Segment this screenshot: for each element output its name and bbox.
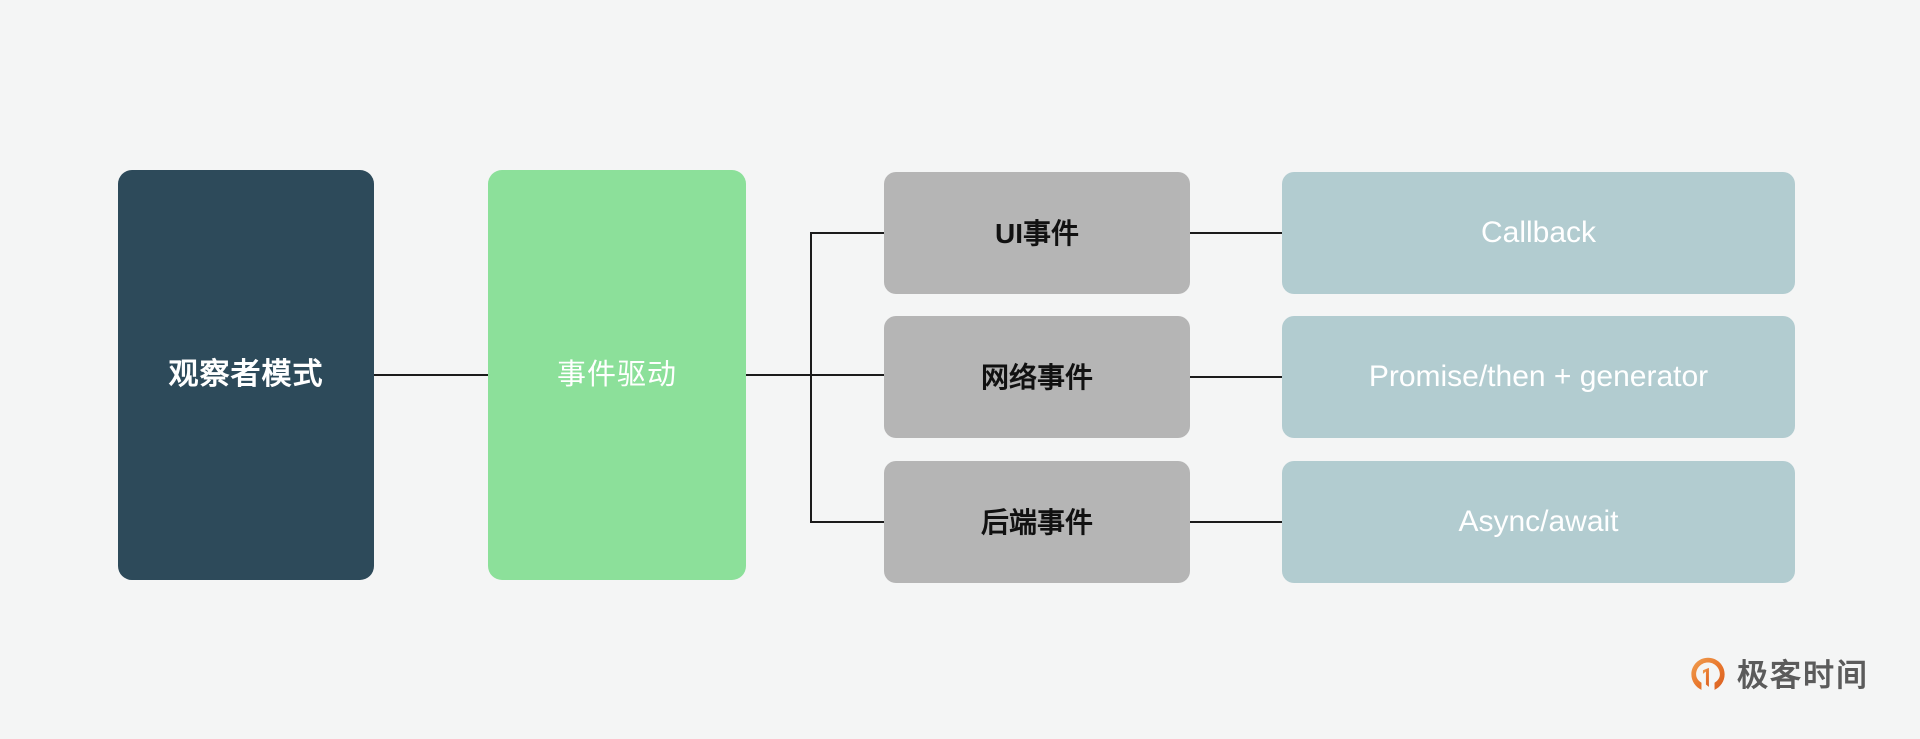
connector-trunk-to-event-1 — [810, 232, 886, 234]
node-backend-event[interactable]: 后端事件 — [884, 461, 1190, 583]
node-event-driven[interactable]: 事件驱动 — [488, 170, 746, 580]
connector-event-3-to-solution-3 — [1190, 521, 1284, 523]
brand-name: 极客时间 — [1737, 657, 1869, 693]
geektime-logo-icon — [1689, 656, 1727, 694]
node-network-event[interactable]: 网络事件 — [884, 316, 1190, 438]
connector-root-to-driver — [374, 374, 488, 376]
node-callback[interactable]: Callback — [1282, 172, 1795, 294]
node-promise-then-generator[interactable]: Promise/then + generator — [1282, 316, 1795, 438]
connector-event-2-to-solution-2 — [1190, 376, 1284, 378]
watermark-logo: 极客时间 — [1689, 656, 1869, 694]
node-ui-event[interactable]: UI事件 — [884, 172, 1190, 294]
connector-trunk-to-event-2 — [810, 374, 886, 376]
connector-driver-to-trunk — [746, 374, 812, 376]
connector-event-1-to-solution-1 — [1190, 232, 1284, 234]
connector-trunk-to-event-3 — [810, 521, 886, 523]
connector-trunk-vertical — [810, 233, 812, 523]
node-async-await[interactable]: Async/await — [1282, 461, 1795, 583]
node-observer-pattern[interactable]: 观察者模式 — [118, 170, 374, 580]
